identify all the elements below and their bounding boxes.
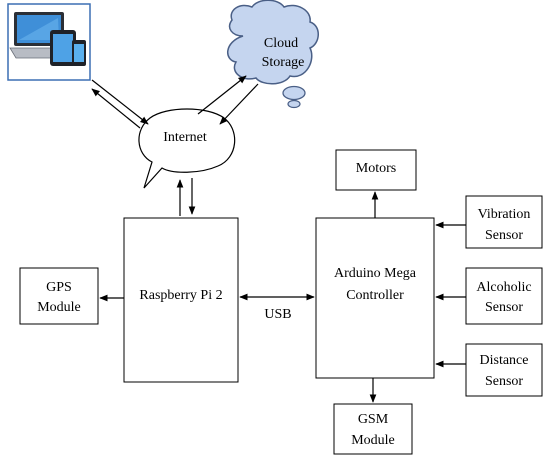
raspberry-pi-node: Raspberry Pi 2 (123, 217, 239, 383)
distance-sensor-node: Distance Sensor (465, 343, 543, 397)
cloud-bubble (282, 85, 306, 101)
vibration-label-line2: Sensor (485, 228, 523, 243)
internet-to-devices-arrow (91, 88, 141, 129)
cloud-to-internet-arrow (219, 83, 259, 125)
distance-label-line2: Sensor (485, 374, 523, 389)
gsm-module-node: GSM Module (333, 403, 413, 455)
vibration-sensor-node: Vibration Sensor (465, 195, 543, 249)
distance-label-line1: Distance (480, 353, 529, 368)
usb-label: USB (264, 307, 291, 322)
gsm-label-line1: GSM (358, 412, 389, 427)
motors-label: Motors (356, 161, 396, 176)
cloud-bubble (287, 99, 301, 109)
arduino-label-line2: Controller (346, 288, 404, 303)
internet-label: Internet (163, 130, 207, 145)
raspberry-label: Raspberry Pi 2 (139, 288, 222, 303)
vibration-label-line1: Vibration (478, 207, 531, 222)
gps-module-node: GPS Module (19, 267, 99, 325)
internet-node: Internet (138, 108, 236, 189)
cloud-label-line1: Cloud (264, 36, 298, 51)
arduino-node: Arduino Mega Controller (315, 217, 435, 379)
alcoholic-sensor-node: Alcoholic Sensor (465, 267, 543, 325)
cloud-label-line2: Storage (262, 55, 305, 70)
cloud-storage-node: Cloud Storage (227, 0, 319, 109)
motors-node: Motors (335, 149, 417, 191)
devices-to-internet-arrow (91, 79, 149, 125)
gps-label-line1: GPS (46, 280, 72, 295)
cloud-shape (227, 0, 319, 85)
internet-to-cloud-arrow (197, 75, 247, 115)
gsm-label-line2: Module (351, 433, 395, 448)
arduino-label-line1: Arduino Mega (334, 266, 417, 281)
internet-bubble (138, 108, 236, 189)
alcoholic-label-line1: Alcoholic (476, 280, 531, 295)
devices-icon (7, 3, 91, 81)
gps-label-line2: Module (37, 300, 81, 315)
alcoholic-label-line2: Sensor (485, 300, 523, 315)
